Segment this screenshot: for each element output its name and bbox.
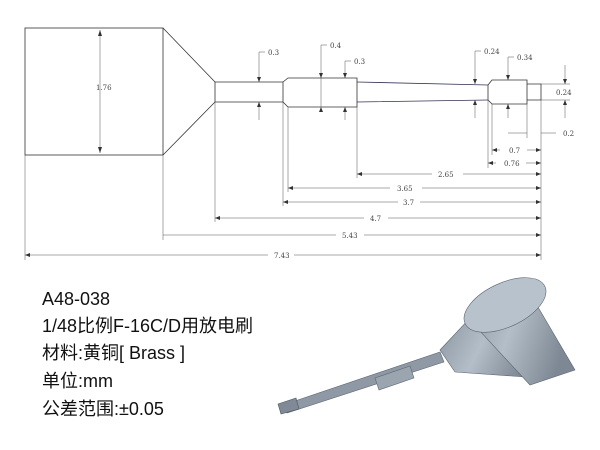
tolerance: 公差范围:±0.05 [42, 399, 164, 419]
dim-label: 5.43 [342, 232, 358, 240]
dimension-arrows [25, 30, 567, 257]
dim-label: 0.7 [509, 147, 520, 155]
dim-label: 7.43 [274, 252, 290, 260]
part-title: 1/48比例F-16C/D用放电刷 [42, 316, 254, 336]
dimension-lines [24, 30, 570, 260]
dim-label: 1.76 [96, 84, 112, 92]
dim-label: 4.7 [370, 215, 381, 223]
dim-label: 2.65 [438, 171, 454, 179]
dim-label: 0.24 [484, 48, 500, 56]
dim-label: 0.3 [354, 58, 365, 66]
part-number: A48-038 [42, 289, 111, 309]
material: 材料:黄铜[ Brass ] [42, 343, 186, 363]
dim-label: 0.4 [330, 42, 342, 50]
dim-label: 0.2 [563, 130, 574, 138]
unit: 单位:mm [42, 371, 113, 391]
dim-label: 0.34 [517, 54, 533, 62]
dim-label: 0.3 [268, 49, 279, 57]
dim-label: 3.7 [403, 199, 414, 207]
dim-label: 0.24 [556, 89, 572, 97]
3d-render [277, 277, 576, 415]
dim-label: 0.76 [504, 160, 520, 168]
dim-label: 3.65 [397, 185, 413, 193]
